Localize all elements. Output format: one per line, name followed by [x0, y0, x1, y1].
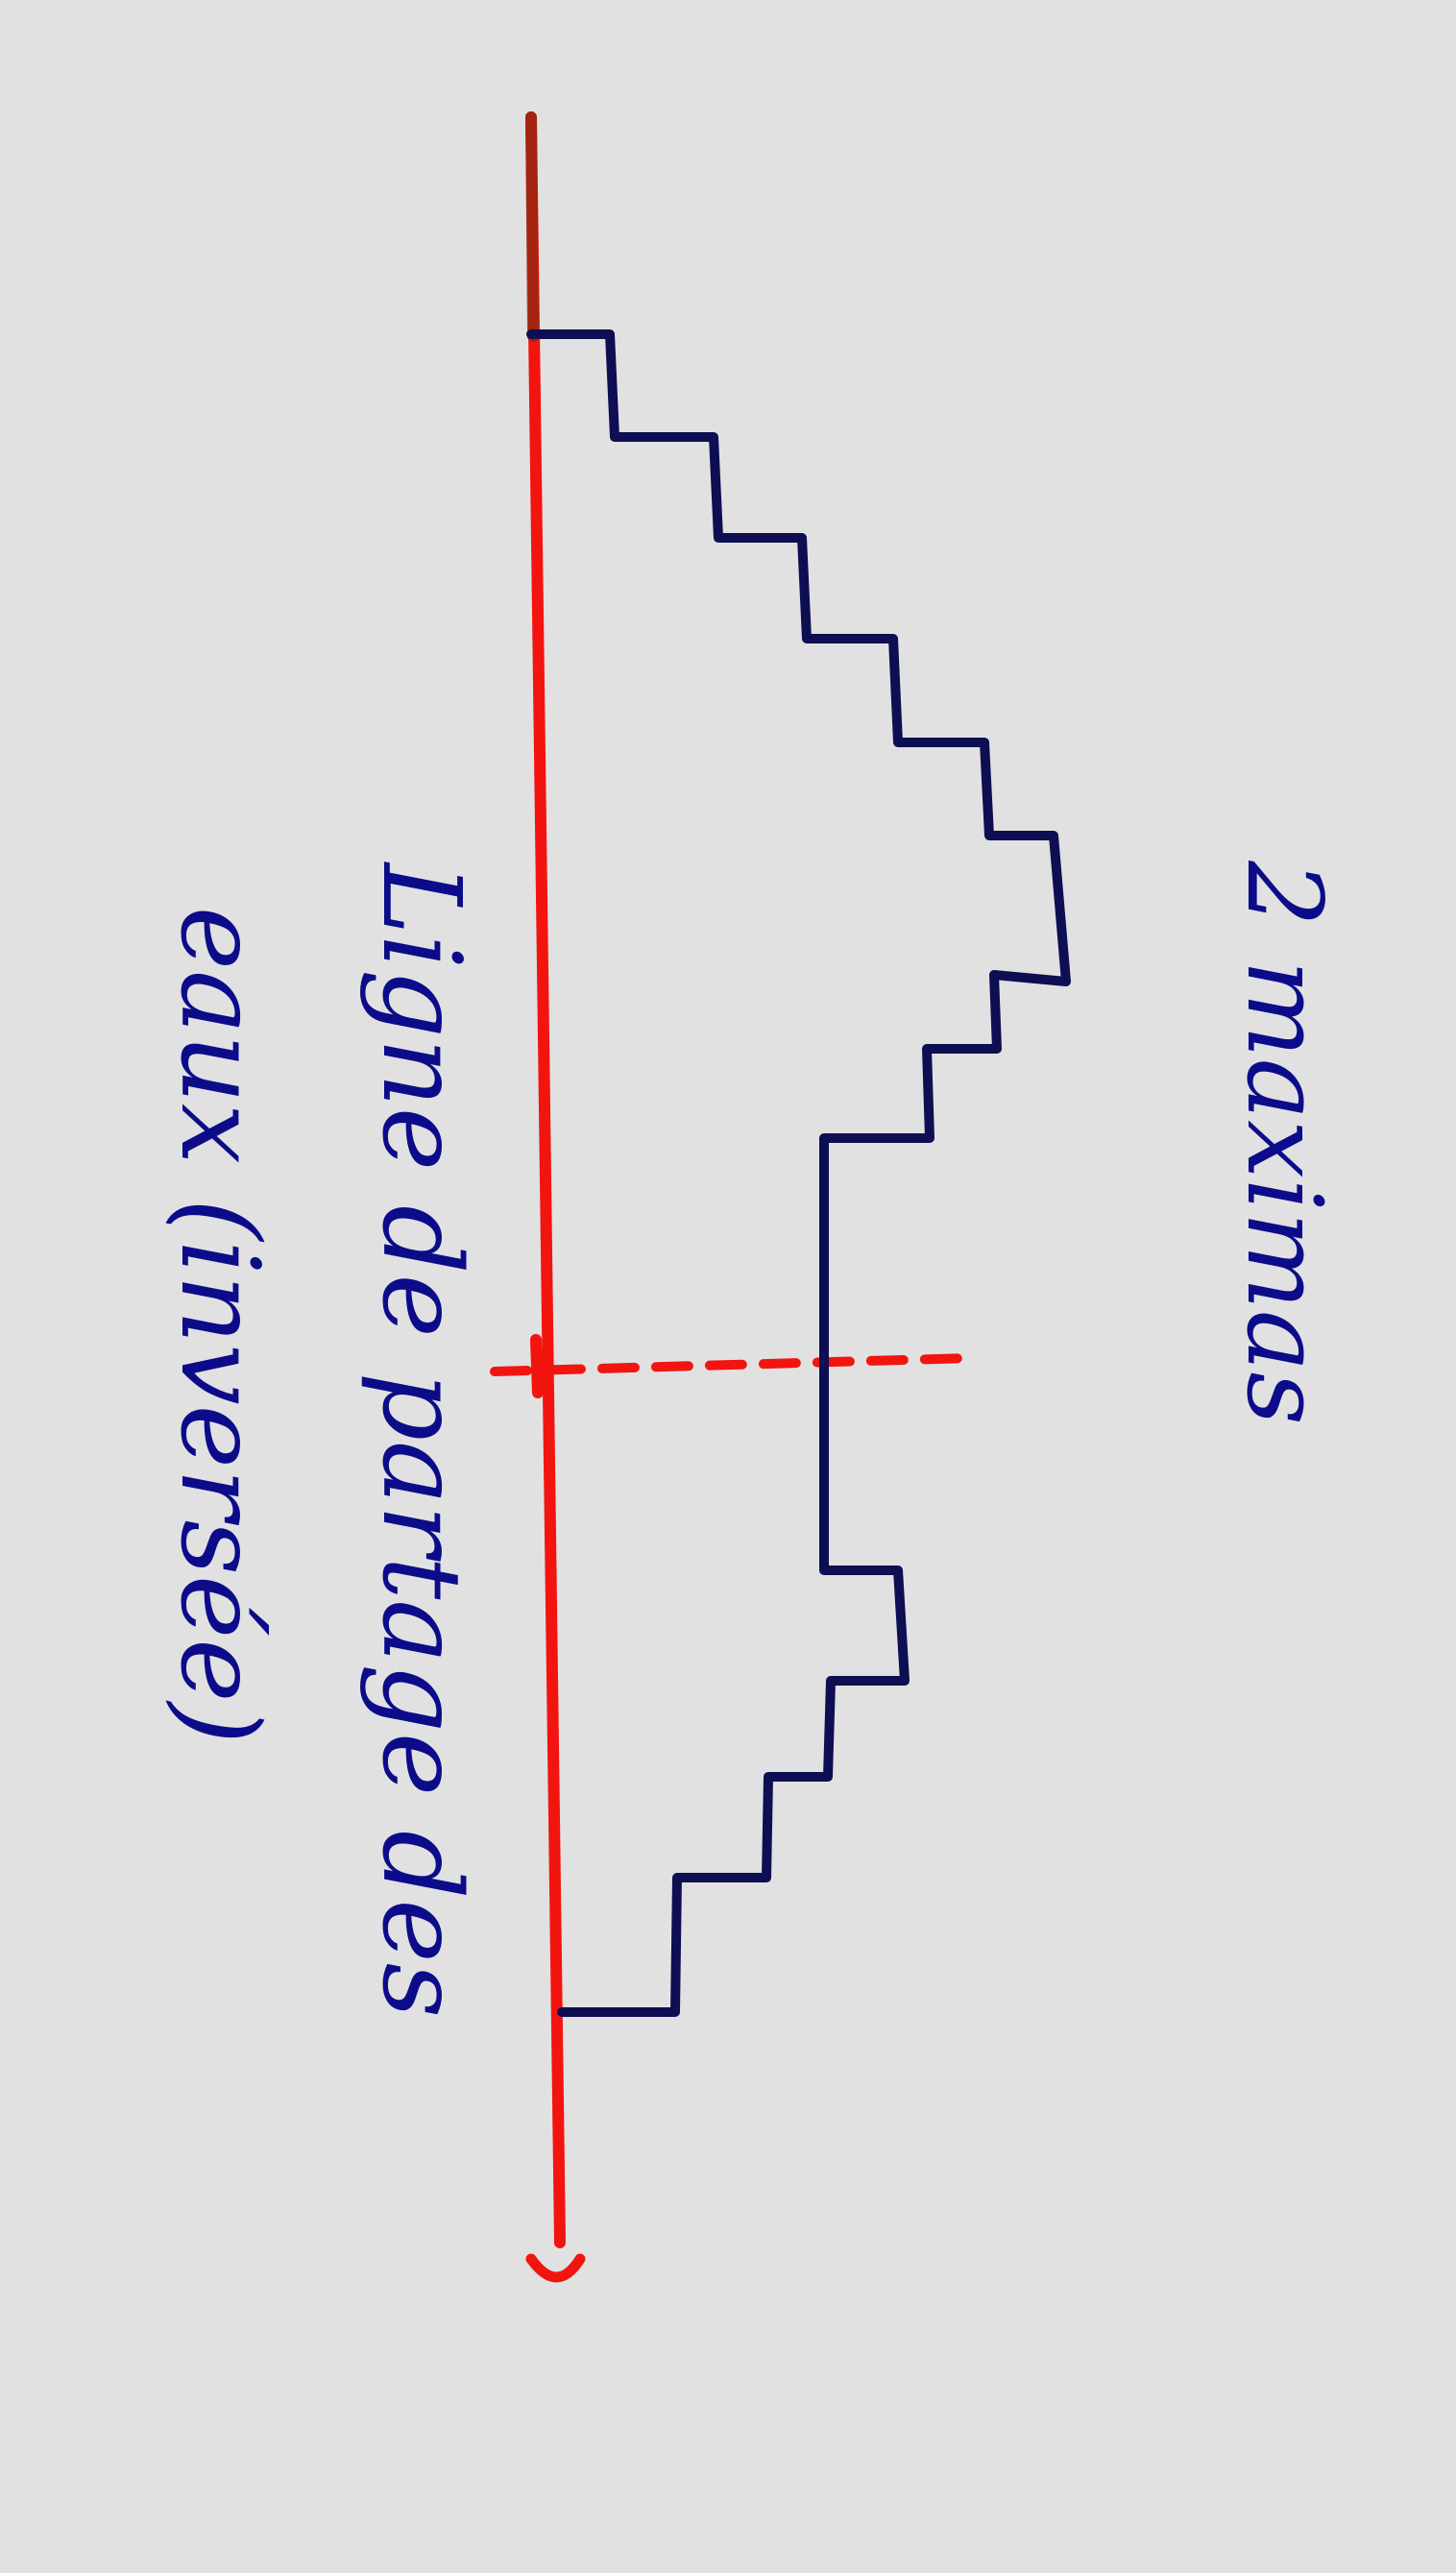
- divide-line-label-2: eaux (inversée): [157, 907, 281, 1744]
- red-axis-line: [525, 111, 566, 2248]
- axis-cross-mark: [530, 1334, 544, 1398]
- stepped-profile: [526, 329, 1071, 2017]
- dashed-divide-line: [490, 1353, 975, 1376]
- divide-line-label-1: Ligne de partage des: [358, 862, 483, 2018]
- maxima-label: 2 maximas: [1224, 860, 1344, 1425]
- axis-arrowhead: [525, 2253, 586, 2283]
- red-axis-dark-top: [525, 111, 539, 342]
